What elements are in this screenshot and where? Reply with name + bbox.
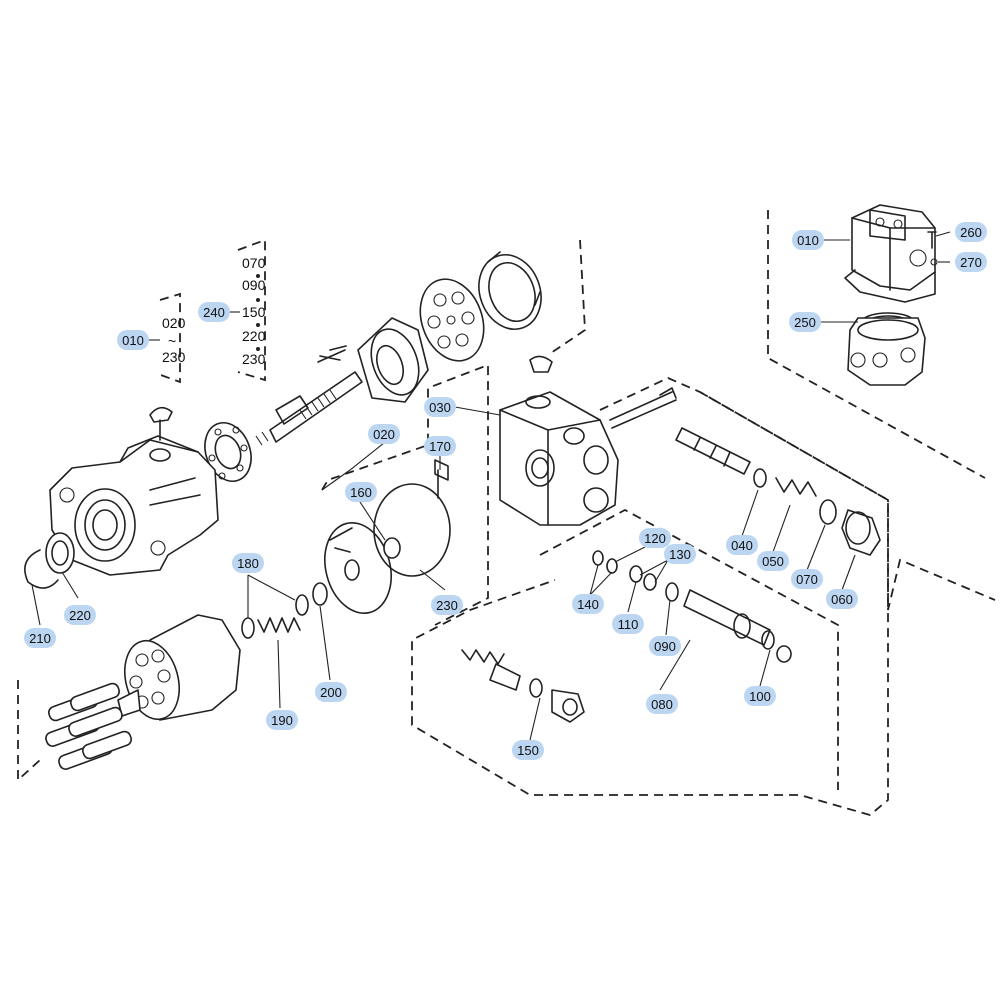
callout-230[interactable]: 230	[431, 595, 463, 615]
svg-text:190: 190	[271, 713, 293, 728]
callout-170[interactable]: 170	[424, 436, 456, 456]
svg-text:030: 030	[429, 400, 451, 415]
valve-body	[499, 355, 677, 526]
svg-text:150: 150	[517, 743, 539, 758]
inset-motor-assembly	[844, 204, 938, 386]
svg-text:180: 180	[237, 556, 259, 571]
part-callouts: 010 260 270 250 030 020 170 160 040 050 …	[24, 222, 987, 760]
svg-text:130: 130	[669, 547, 691, 562]
bracket-group-010: 010 020 ~ 230	[117, 315, 186, 365]
callout-270[interactable]: 270	[955, 252, 987, 272]
svg-text:020: 020	[162, 315, 186, 331]
group-240-item: 150	[242, 304, 266, 320]
bracket-group-240: 240 070 090 150 220 230	[198, 255, 266, 367]
group-240-item: 070	[242, 255, 266, 271]
group-240-item: 230	[242, 351, 266, 367]
group-240-item: 220	[242, 328, 266, 344]
lower-valve-parts	[461, 550, 792, 723]
callout-030[interactable]: 030	[424, 397, 456, 417]
svg-text:270: 270	[960, 255, 982, 270]
dashed-boundaries	[17, 210, 996, 816]
svg-text:050: 050	[762, 554, 784, 569]
svg-text:210: 210	[29, 631, 51, 646]
svg-text:080: 080	[651, 697, 673, 712]
svg-text:170: 170	[429, 439, 451, 454]
svg-text:020: 020	[373, 427, 395, 442]
callout-040[interactable]: 040	[726, 535, 758, 555]
svg-text:120: 120	[644, 531, 666, 546]
callout-200[interactable]: 200	[315, 682, 347, 702]
main-housing	[24, 406, 219, 589]
svg-text:100: 100	[749, 689, 771, 704]
svg-text:230: 230	[162, 349, 186, 365]
svg-text:140: 140	[577, 597, 599, 612]
svg-text:240: 240	[203, 305, 225, 320]
svg-text:260: 260	[960, 225, 982, 240]
svg-text:200: 200	[320, 685, 342, 700]
leader-lines	[31, 231, 951, 741]
callout-180[interactable]: 180	[232, 553, 264, 573]
svg-text:160: 160	[350, 485, 372, 500]
callout-080[interactable]: 080	[646, 694, 678, 714]
callout-220[interactable]: 220	[64, 605, 96, 625]
callout-050[interactable]: 050	[757, 551, 789, 571]
relief-valve-parts	[675, 427, 881, 556]
callout-250[interactable]: 250	[789, 312, 821, 332]
svg-text:040: 040	[731, 538, 753, 553]
callout-140[interactable]: 140	[572, 594, 604, 614]
svg-text:010: 010	[122, 333, 144, 348]
callout-240-group[interactable]: 240	[198, 302, 230, 322]
callout-130[interactable]: 130	[664, 544, 696, 564]
cylinder-block	[45, 459, 451, 770]
svg-text:060: 060	[831, 592, 853, 607]
svg-text:230: 230	[436, 598, 458, 613]
callout-070[interactable]: 070	[791, 569, 823, 589]
svg-text:220: 220	[69, 608, 91, 623]
callout-210[interactable]: 210	[24, 628, 56, 648]
callout-150[interactable]: 150	[512, 740, 544, 760]
callout-260[interactable]: 260	[955, 222, 987, 242]
svg-text:010: 010	[797, 233, 819, 248]
svg-text:~: ~	[168, 333, 176, 349]
callout-090[interactable]: 090	[649, 636, 681, 656]
group-240-item: 090	[242, 277, 266, 293]
svg-text:250: 250	[794, 315, 816, 330]
callout-120[interactable]: 120	[639, 528, 671, 548]
svg-text:090: 090	[654, 639, 676, 654]
callout-110[interactable]: 110	[612, 614, 644, 634]
shaft-and-plates	[204, 251, 542, 482]
callout-100[interactable]: 100	[744, 686, 776, 706]
svg-text:070: 070	[796, 572, 818, 587]
callout-190[interactable]: 190	[266, 710, 298, 730]
callout-160[interactable]: 160	[345, 482, 377, 502]
callout-010-group[interactable]: 010	[117, 330, 149, 350]
svg-text:110: 110	[618, 617, 639, 632]
callout-020[interactable]: 020	[368, 424, 400, 444]
callout-060[interactable]: 060	[826, 589, 858, 609]
callout-010-inset[interactable]: 010	[792, 230, 824, 250]
